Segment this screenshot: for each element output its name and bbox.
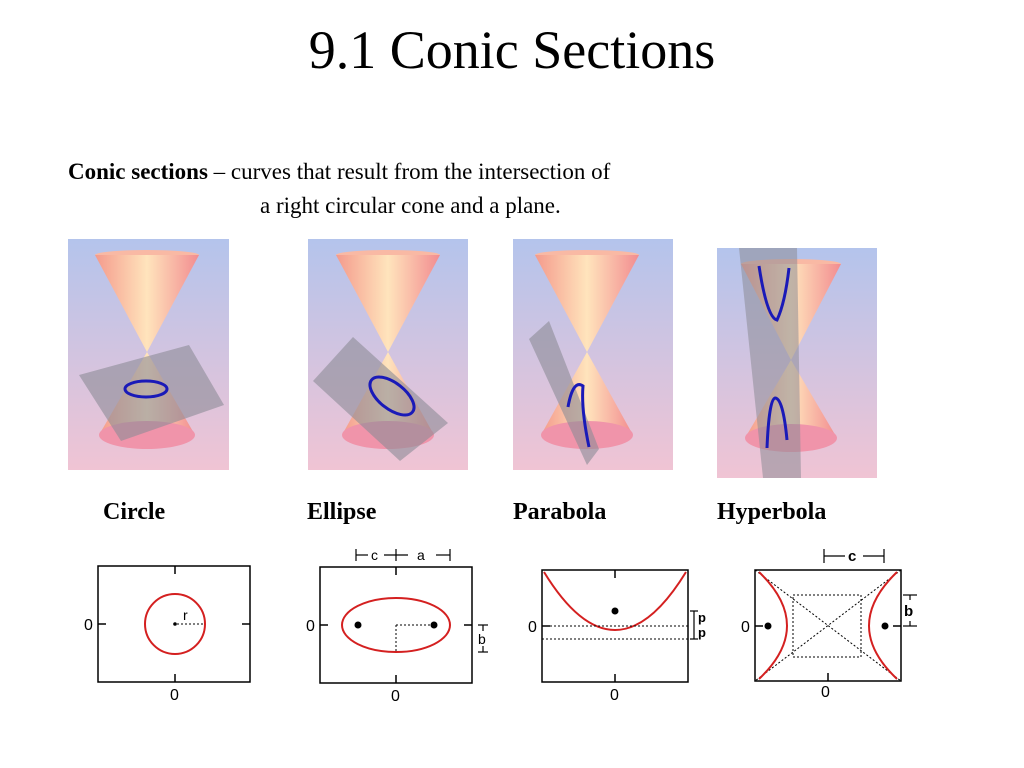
parabola-zero-y: 0 (528, 619, 537, 636)
hyperbola-zero-y: 0 (741, 619, 750, 636)
ellipse-diagram: c a b 0 0 (302, 545, 502, 705)
ellipse-a-label: a (417, 547, 425, 563)
hyperbola-label: Hyperbola (717, 499, 827, 525)
slide-title: 9.1 Conic Sections (308, 20, 716, 80)
parabola-diagram: p p 0 0 (524, 560, 724, 704)
parabola-label: Parabola (513, 499, 607, 525)
ellipse-b-label: b (478, 631, 486, 647)
hyperbola-c-label: c (848, 548, 856, 565)
definition-term: Conic sections (68, 159, 208, 184)
ellipse-zero-y: 0 (306, 618, 315, 635)
definition-text: – curves that result from the intersecti… (207, 159, 611, 184)
ellipse-zero-x: 0 (391, 688, 400, 705)
definition-line2: a right circular cone and a plane. (260, 193, 561, 218)
hyperbola-cone-image (717, 248, 877, 478)
definition: Conic sections – curves that result from… (68, 155, 768, 223)
ellipse-label: Ellipse (307, 499, 377, 525)
hyperbola-b-label: b (904, 603, 913, 620)
circle-cone-image (68, 239, 229, 470)
circle-r-label: r (183, 607, 188, 623)
parabola-p2-label: p (698, 625, 706, 640)
ellipse-cone-image (308, 239, 468, 470)
circle-label: Circle (103, 499, 166, 525)
parabola-zero-x: 0 (610, 687, 619, 704)
parabola-p1-label: p (698, 610, 706, 625)
circle-diagram: r 0 0 (80, 560, 260, 704)
hyperbola-zero-x: 0 (821, 684, 830, 701)
parabola-cone-image (513, 239, 673, 470)
ellipse-c-label: c (371, 547, 378, 563)
hyperbola-diagram: c a b 0 0 (737, 545, 937, 705)
circle-zero-x: 0 (170, 687, 179, 704)
circle-zero-y: 0 (84, 617, 93, 634)
